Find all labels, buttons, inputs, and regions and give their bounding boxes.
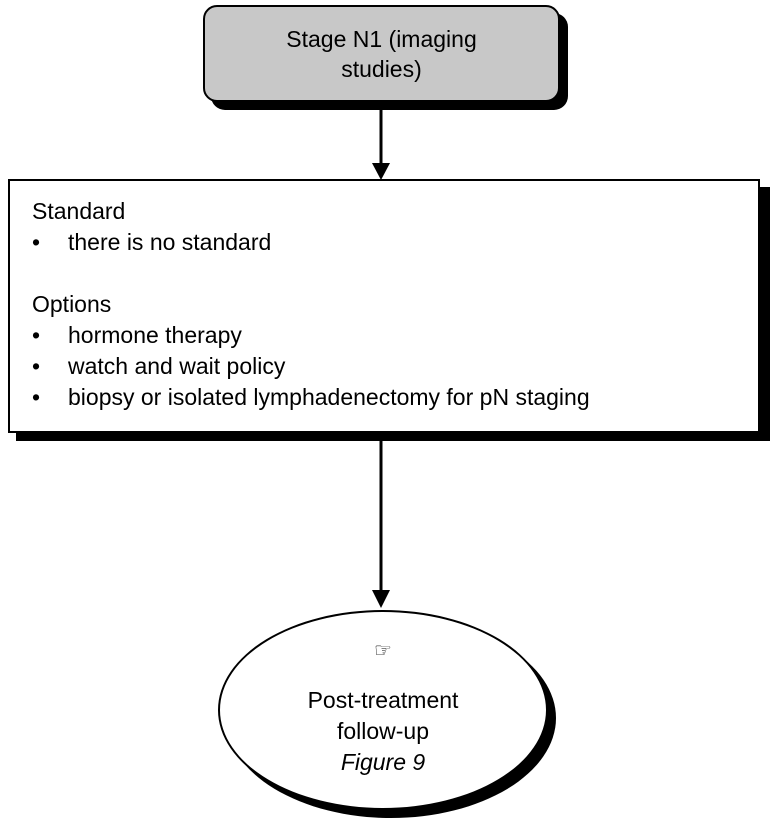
option-item-text: watch and wait policy [68, 353, 286, 379]
pointing-hand-icon: ☞ [374, 640, 392, 662]
standard-heading: Standard [32, 198, 126, 224]
top-node: Stage N1 (imaging studies) [203, 5, 560, 102]
bullet-icon: • [32, 353, 41, 379]
figure-reference-link[interactable]: Figure 9 [340, 749, 426, 775]
standard-item-text: there is no standard [68, 229, 272, 255]
bullet-icon: • [32, 384, 41, 410]
standard-item: • there is no standard [32, 228, 271, 256]
option-item: • watch and wait policy [32, 352, 285, 380]
middle-node: Standard • there is no standard Options •… [8, 179, 760, 433]
top-node-label: Stage N1 (imaging studies) [286, 25, 477, 82]
bullet-icon: • [32, 229, 41, 255]
arrowhead-top-to-middle [372, 163, 390, 180]
option-item: • biopsy or isolated lymphadenectomy for … [32, 383, 590, 411]
bottom-node [218, 610, 548, 810]
bottom-node-line1: Post-treatment [307, 687, 459, 713]
option-item-text: biopsy or isolated lymphadenectomy for p… [68, 384, 590, 410]
arrowhead-middle-to-bottom [372, 590, 390, 608]
bottom-node-line2: follow-up [336, 718, 430, 744]
option-item-text: hormone therapy [68, 322, 242, 348]
option-item: • hormone therapy [32, 321, 242, 349]
bullet-icon: • [32, 322, 41, 348]
options-heading: Options [32, 291, 112, 317]
